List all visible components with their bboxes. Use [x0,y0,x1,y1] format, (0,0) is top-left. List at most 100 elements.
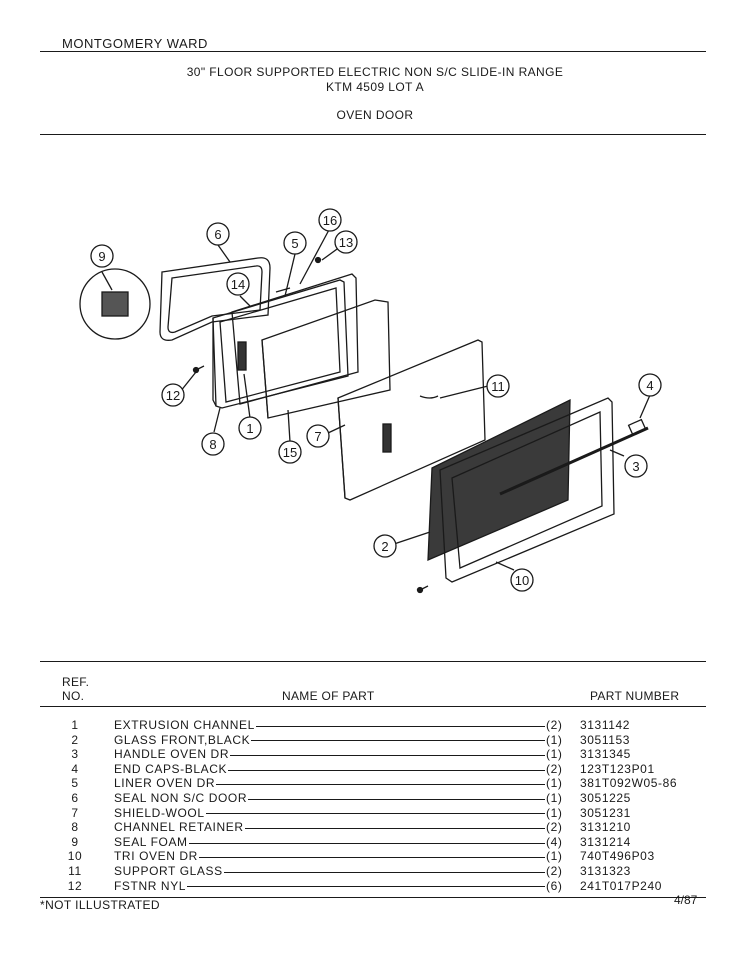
callout-1: 1 [238,416,262,440]
leader-line [198,857,545,859]
liner-oven-door-part [231,273,359,405]
svg-text:1: 1 [246,421,253,436]
ref-number: 4 [71,761,79,776]
callout-3: 3 [624,454,648,478]
callout-9: 9 [90,244,114,268]
leader-line [230,754,545,756]
part-number: 3051153 [580,732,631,747]
callout-6: 6 [206,222,230,246]
leader-line [244,827,545,829]
svg-text:15: 15 [283,445,297,460]
svg-text:8: 8 [209,437,216,452]
callout-12: 12 [161,383,185,407]
ref-number: 7 [71,805,79,820]
svg-text:7: 7 [314,429,321,444]
oven-door-exploded-diagram: 16 6 5 13 9 14 11 4 12 1 8 15 7 3 2 10 [79,208,662,594]
part-number: 740T496P03 [580,849,655,864]
quantity: (2) [546,820,563,835]
callout-4: 4 [638,373,662,397]
callout-5: 5 [283,231,307,255]
leader-line [205,813,545,815]
part-name: SUPPORT GLASS [114,863,223,878]
quantity: (2) [546,863,563,878]
leader-line [223,871,545,873]
callout-8: 8 [201,432,225,456]
seal-door-part [159,257,271,341]
section-rule [40,134,706,135]
ref-number: 2 [71,732,79,747]
svg-text:14: 14 [231,277,245,292]
quantity: (4) [546,834,563,849]
quantity: (6) [546,878,563,893]
part-number: 3131142 [580,718,631,732]
part-number: 3051225 [580,790,631,805]
part-number: 123T123P01 [580,761,655,776]
part-number: 3131345 [580,747,631,762]
channel-retainer-part [212,279,349,409]
callout-2: 2 [373,534,397,558]
quantity: (1) [546,849,563,864]
page-title: 30" FLOOR SUPPORTED ELECTRIC NON S/C SLI… [186,65,564,79]
ref-number: 5 [71,776,79,791]
part-number-header: PART NUMBER [590,689,680,703]
part-number: 3131210 [580,820,631,835]
outer-door-frame-part [439,397,615,583]
callout-11: 11 [486,374,510,398]
svg-text:5: 5 [291,236,298,251]
part-name: TRI OVEN DR [114,849,198,864]
part-name: SEAL FOAM [114,834,188,849]
glass-front-part [427,398,571,562]
part-name: GLASS FRONT,BLACK [114,732,251,747]
leader-line [228,769,545,771]
quantity: (2) [546,761,563,776]
svg-text:13: 13 [339,235,353,250]
part-name: END CAPS-BLACK [114,761,228,776]
part-name: SEAL NON S/C DOOR [114,790,248,805]
ref-number: 10 [67,849,83,864]
handle-part [499,426,649,496]
table-top-rule [40,661,706,662]
part-name: HANDLE OVEN DR [114,747,230,762]
no-label: NO. [62,689,85,703]
svg-text:9: 9 [98,249,105,264]
callout-16: 16 [318,208,342,232]
part-name: EXTRUSION CHANNEL [114,718,255,732]
ref-number: 11 [68,863,82,878]
callout-10: 10 [510,568,534,592]
svg-text:16: 16 [323,213,337,228]
section-title: OVEN DOOR [336,108,414,122]
svg-text:2: 2 [381,539,388,554]
table-header-rule [40,706,706,707]
part-number: 3131323 [580,863,631,878]
part-name: LINER OVEN DR [114,776,216,791]
callout-13: 13 [334,230,358,254]
table-row: 2 GLASS FRONT,BLACK (1) 3051153 [60,733,710,748]
callout-15: 15 [278,440,302,464]
callout-7: 7 [306,424,330,448]
svg-text:11: 11 [491,379,505,394]
brand-name: MONTGOMERY WARD [62,36,208,51]
not-illustrated-note: *NOT ILLUSTRATED [40,898,160,912]
table-row: 4 END CAPS-BLACK (2) 123T123P01 [60,762,710,777]
table-row: 11 SUPPORT GLASS (2) 3131323 [60,864,710,879]
svg-text:12: 12 [166,388,180,403]
svg-text:10: 10 [515,573,529,588]
quantity: (1) [546,805,563,820]
quantity: (1) [546,790,563,805]
svg-text:6: 6 [214,227,221,242]
part-number: 3131214 [580,834,631,849]
leader-line [248,798,545,800]
quantity: (1) [546,776,563,791]
part-number: 3051231 [580,805,631,820]
leader-line [187,886,545,888]
quantity: (1) [546,732,563,747]
leader-line [216,784,545,786]
wool-shield-part [261,299,391,419]
model-number: KTM 4509 LOT A [325,80,425,94]
